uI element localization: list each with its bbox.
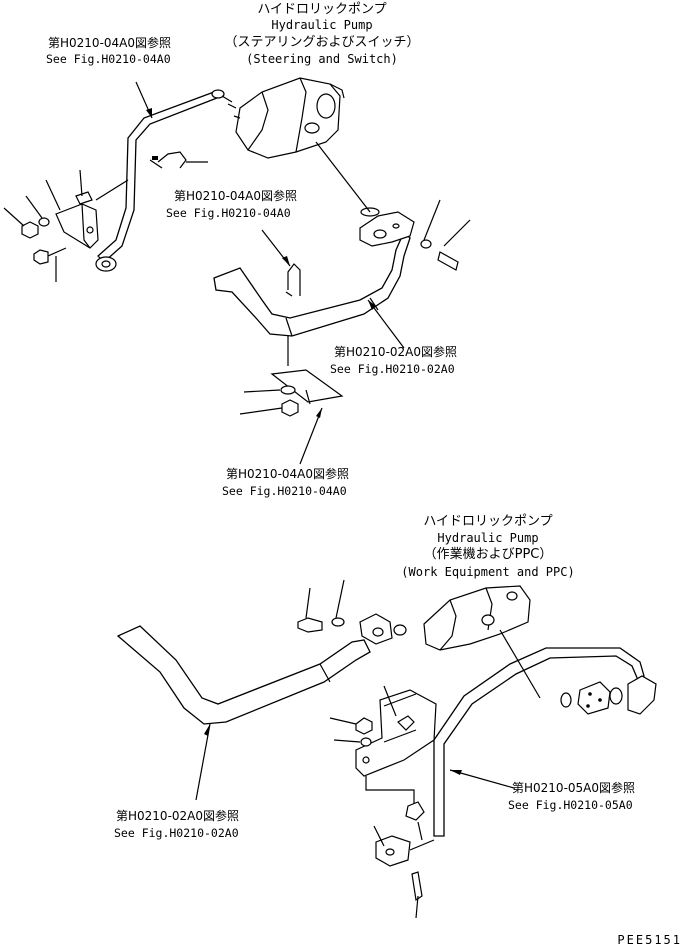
ref4-leader <box>299 407 323 465</box>
bottom-pump-jp-label: ハイドロリックポンプ <box>423 514 552 529</box>
top-pump-jp-label: ハイドロリックポンプ <box>257 2 386 17</box>
ref5-en-label: See Fig.H0210-02A0 <box>114 826 239 840</box>
ref5-leader <box>195 723 211 801</box>
ref2-jp-label: 第H0210-04A0図参照 <box>174 188 297 203</box>
ref1-arrowhead <box>146 108 152 118</box>
ref4-jp-label: 第H0210-04A0図参照 <box>226 466 349 481</box>
center-u-clamp <box>261 229 301 297</box>
ref1-en-label: See Fig.H0210-04A0 <box>46 52 171 66</box>
ref2-en-label: See Fig.H0210-04A0 <box>166 206 291 220</box>
bottom-clamp-bracket <box>329 685 437 777</box>
top-center-flange <box>315 141 415 247</box>
ref5-arrowhead <box>204 724 210 736</box>
ref4-arrowhead <box>316 408 322 418</box>
ref1-jp-label: 第H0210-04A0図参照 <box>48 35 171 50</box>
top-center-tube <box>213 230 411 337</box>
bottom-flange-assembly <box>297 579 393 645</box>
bottom-pump-en-sub-label: (Work Equipment and PPC) <box>401 565 574 579</box>
top-left-tube <box>95 89 233 272</box>
top-pump-jp-sub-label: （ステアリングおよびスイッチ） <box>224 35 419 50</box>
ref5-jp-label: 第H0210-02A0図参照 <box>116 808 239 823</box>
ref6-en-label: See Fig.H0210-05A0 <box>508 798 633 812</box>
ref6-jp-label: 第H0210-05A0図参照 <box>512 780 635 795</box>
center-lower-bracket <box>239 336 344 417</box>
bottom-hydraulic-pump <box>393 585 531 651</box>
bottom-connector-assembly <box>365 776 435 919</box>
ref4-en-label: See Fig.H0210-04A0 <box>222 484 347 498</box>
top-ubolt <box>149 151 208 169</box>
bottom-pump-en-label: Hydraulic Pump <box>437 531 538 545</box>
top-pump-en-label: Hydraulic Pump <box>271 18 372 32</box>
ref6-arrowhead <box>450 770 462 775</box>
ref3-en-label: See Fig.H0210-02A0 <box>330 362 455 376</box>
drawing-code: PEE5151 <box>617 933 682 947</box>
bottom-pump-jp-sub-label: （作業機およびPPC） <box>424 546 553 562</box>
top-pump-en-sub-label: (Steering and Switch) <box>246 52 398 66</box>
ref3-arrowhead <box>368 300 376 310</box>
bracket-link-line <box>95 179 129 201</box>
top-center-bolt <box>420 199 471 271</box>
left-bracket-assembly <box>3 169 99 282</box>
ref3-jp-label: 第H0210-02A0図参照 <box>334 344 457 359</box>
bottom-left-hose <box>116 625 371 725</box>
bottom-right-tube <box>433 629 657 837</box>
top-hydraulic-pump <box>227 77 345 159</box>
